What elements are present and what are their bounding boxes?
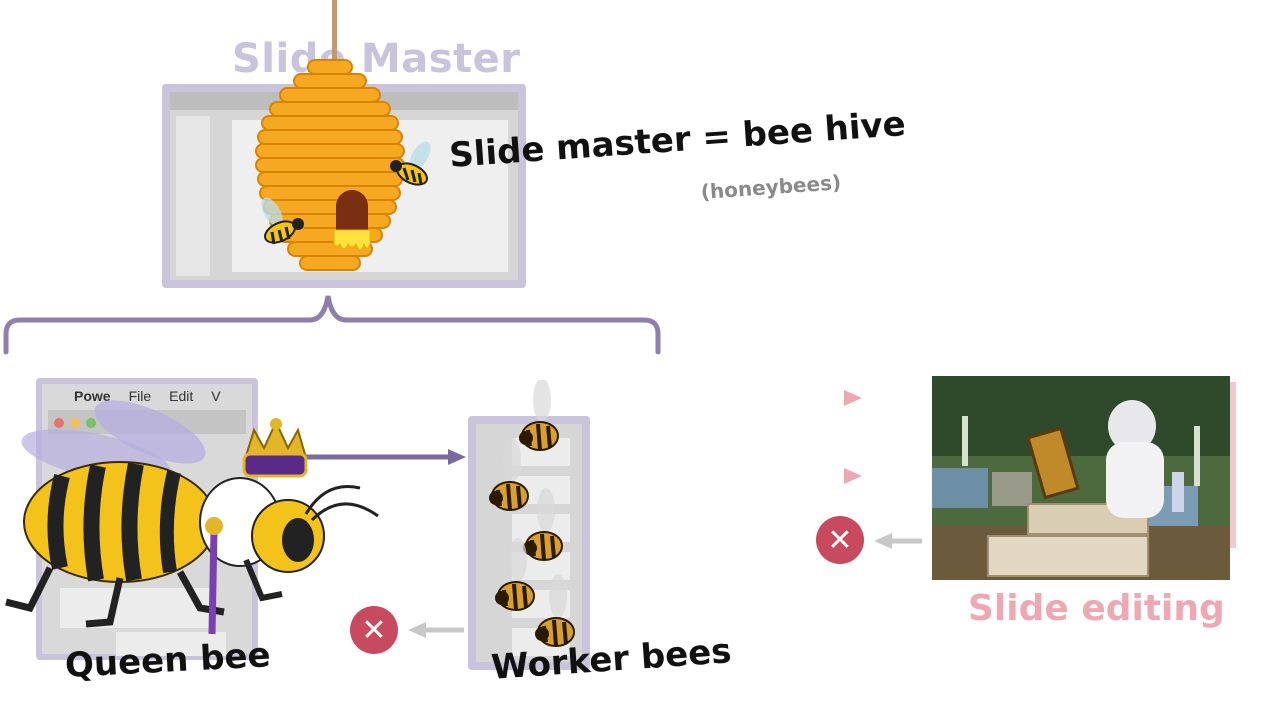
reject-badge-workers: ✕ — [350, 606, 398, 654]
menu-app[interactable]: Powe — [74, 388, 111, 404]
photo-frame-accent — [1230, 382, 1236, 548]
window-controls — [54, 418, 96, 428]
hierarchy-brace — [3, 295, 661, 355]
menu-edit[interactable]: Edit — [169, 388, 194, 404]
reject-badge-editing: ✕ — [816, 516, 864, 564]
menu-bar: Powe File Edit V — [56, 386, 266, 406]
maximize-dot[interactable] — [86, 418, 96, 428]
close-dot[interactable] — [54, 418, 64, 428]
worker-bees-illustration — [489, 380, 575, 647]
hive-rope — [332, 0, 337, 66]
beehive-illustration — [255, 59, 405, 271]
slide-editing-label: Slide editing — [968, 588, 1225, 629]
bee-icon — [390, 141, 431, 186]
slide-master-heading: Slide Master — [232, 36, 521, 82]
queen-bee-illustration — [5, 400, 379, 635]
menu-file[interactable]: File — [128, 388, 152, 404]
menu-view[interactable]: V — [211, 388, 221, 404]
bee-icon — [261, 197, 304, 245]
minimize-dot[interactable] — [70, 418, 80, 428]
beekeeper-photo — [932, 376, 1230, 580]
